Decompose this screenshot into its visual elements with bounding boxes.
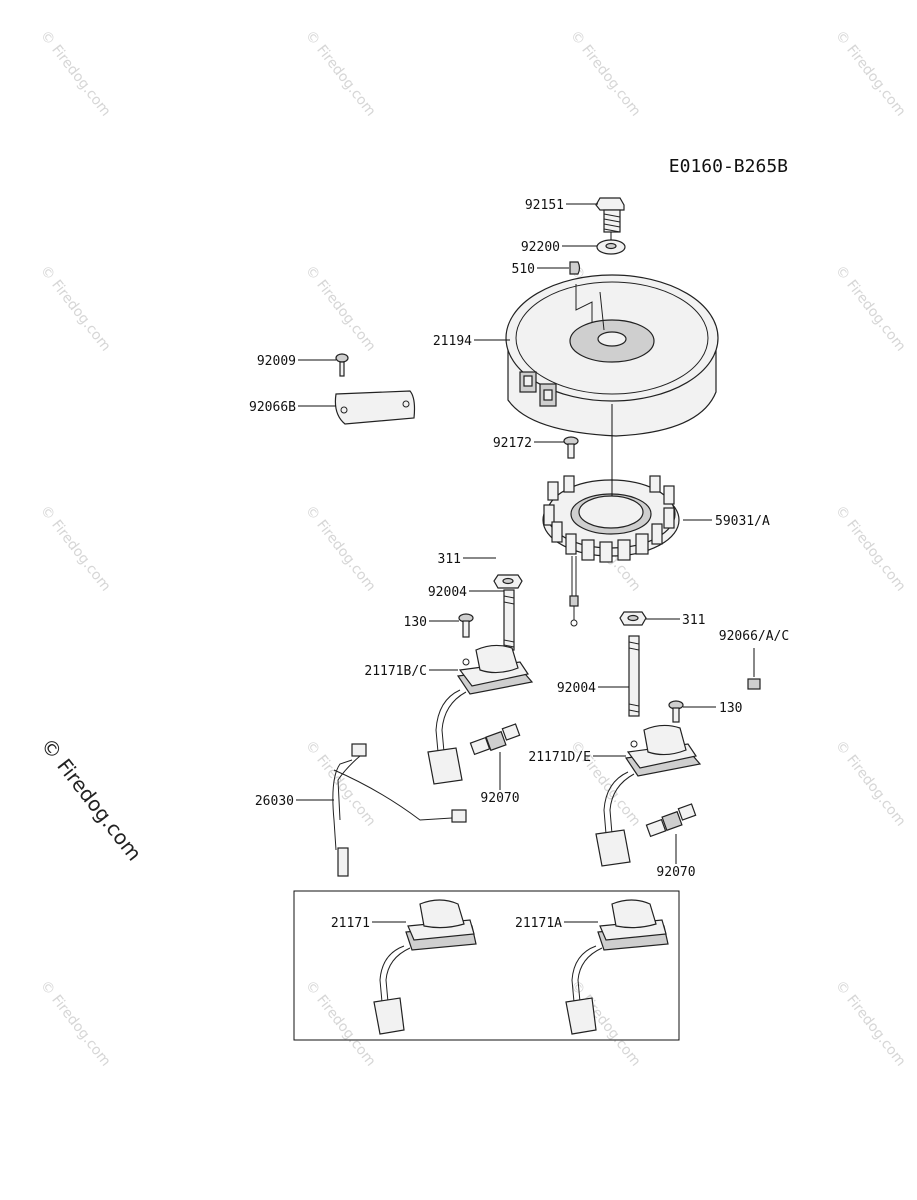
callout-92004-right: 92004 bbox=[557, 681, 596, 696]
callout-21171A: 21171A bbox=[515, 916, 562, 931]
screw-92172 bbox=[563, 436, 579, 459]
callout-92070-right: 92070 bbox=[656, 865, 695, 880]
callout-92066AC: 92066/A/C bbox=[719, 629, 789, 644]
watermark: © Firedog.com bbox=[832, 503, 909, 595]
callout-26030: 26030 bbox=[255, 794, 294, 809]
watermark: © Firedog.com bbox=[37, 263, 114, 355]
callout-130-right: 130 bbox=[719, 701, 742, 716]
watermark-layer: © Firedog.com © Firedog.com © Firedog.co… bbox=[36, 28, 909, 1070]
callout-130-left: 130 bbox=[404, 615, 427, 630]
watermark: © Firedog.com bbox=[37, 978, 114, 1070]
callout-311-right: 311 bbox=[682, 613, 705, 628]
watermark: © Firedog.com bbox=[302, 978, 379, 1070]
callout-21171DE: 21171D/E bbox=[528, 750, 591, 765]
bolt-130-right bbox=[668, 700, 684, 723]
nut-311-right bbox=[619, 611, 647, 626]
watermark: © Firedog.com bbox=[302, 28, 379, 120]
key-510 bbox=[569, 261, 581, 275]
bolt-92151 bbox=[595, 197, 625, 233]
watermark: © Firedog.com bbox=[832, 28, 909, 120]
stator-59031A bbox=[542, 475, 680, 627]
leader-lines bbox=[296, 203, 755, 923]
callout-labels: 92151 92200 510 21194 92009 92066B 92172… bbox=[249, 198, 789, 931]
callout-21194: 21194 bbox=[433, 334, 472, 349]
watermark: © Firedog.com bbox=[832, 738, 909, 830]
callout-21171BC: 21171B/C bbox=[364, 664, 427, 679]
callout-311-left: 311 bbox=[438, 552, 461, 567]
callout-510: 510 bbox=[512, 262, 535, 277]
ignition-coil-21171DE bbox=[595, 724, 702, 867]
wire-harness-26030 bbox=[332, 743, 467, 877]
diagram-code: E0160-B265B bbox=[669, 156, 788, 177]
ignition-coil-21171A bbox=[565, 899, 669, 1035]
spark-plug-92070-left bbox=[469, 723, 521, 756]
alternative-parts-box bbox=[293, 890, 680, 1041]
watermark-large: © Firedog.com bbox=[36, 733, 146, 865]
stud-92004-left bbox=[503, 589, 515, 651]
callout-92009: 92009 bbox=[257, 354, 296, 369]
watermark: © Firedog.com bbox=[37, 28, 114, 120]
callout-92004-left: 92004 bbox=[428, 585, 467, 600]
callout-92200: 92200 bbox=[521, 240, 560, 255]
ignition-coil-21171 bbox=[373, 899, 477, 1035]
watermark: © Firedog.com bbox=[567, 28, 644, 120]
ignition-coil-21171BC bbox=[427, 644, 534, 785]
watermark: © Firedog.com bbox=[832, 978, 909, 1070]
bolt-130-left bbox=[458, 613, 474, 638]
flywheel-21194 bbox=[505, 274, 719, 437]
nut-311-left bbox=[493, 574, 523, 589]
callout-92066B: 92066B bbox=[249, 400, 296, 415]
callout-92070-left: 92070 bbox=[480, 791, 519, 806]
callout-92151: 92151 bbox=[525, 198, 564, 213]
watermark: © Firedog.com bbox=[832, 263, 909, 355]
callout-21171: 21171 bbox=[331, 916, 370, 931]
callout-92172: 92172 bbox=[493, 436, 532, 451]
nut-92066AC bbox=[747, 678, 761, 690]
washer-92200 bbox=[596, 239, 626, 255]
spark-plug-92070-right bbox=[645, 803, 697, 838]
watermark: © Firedog.com bbox=[302, 263, 379, 355]
screw-92009 bbox=[335, 353, 349, 377]
watermark: © Firedog.com bbox=[302, 503, 379, 595]
plate-92066B bbox=[334, 390, 416, 425]
watermark: © Firedog.com bbox=[37, 503, 114, 595]
callout-59031A: 59031/A bbox=[715, 514, 770, 529]
stud-92004-right bbox=[628, 635, 640, 717]
